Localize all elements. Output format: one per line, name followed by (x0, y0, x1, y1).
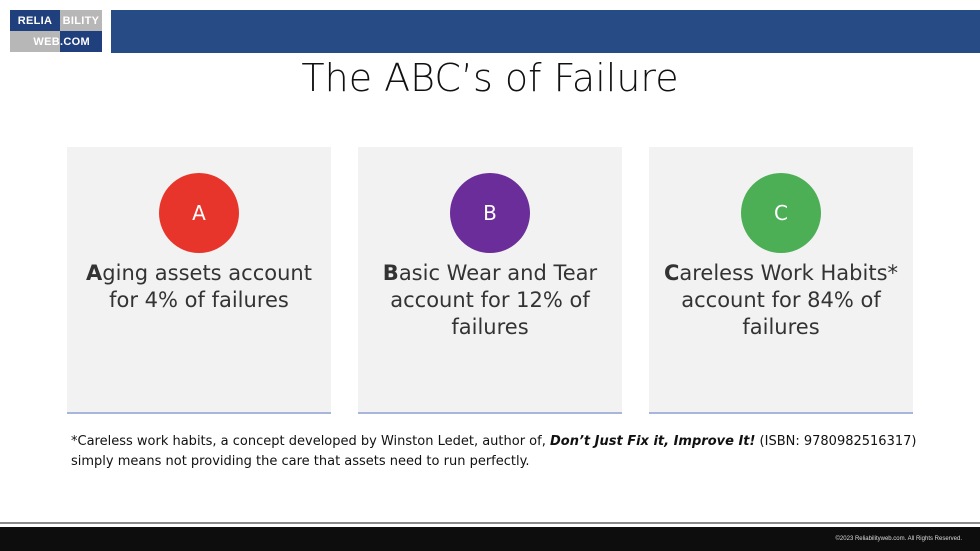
copyright: ©2023 Reliabilityweb.com. All Rights Res… (835, 536, 962, 542)
logo-text: .COM (60, 31, 102, 52)
slide-title: The ABC’s of Failure (301, 56, 679, 100)
header-bar (111, 10, 980, 53)
logo-text: RELIA (10, 10, 60, 31)
card-text: Careless Work Habits* account for 84% of… (659, 260, 903, 341)
footnote-prefix: *Careless work habits, a concept develop… (71, 434, 550, 449)
letter-badge-a: A (159, 173, 239, 253)
card-body: areless Work Habits* account for 84% of … (679, 261, 899, 339)
card-careless-habits: C Careless Work Habits* account for 84% … (649, 147, 913, 414)
card-lead: B (382, 261, 399, 285)
card-text: Aging assets account for 4% of failures (77, 260, 321, 314)
card-body: asic Wear and Tear account for 12% of fa… (390, 261, 598, 339)
footnote-suffix: (ISBN: 9780982516317) simply means not p… (71, 434, 917, 469)
footer-bar: ©2023 Reliabilityweb.com. All Rights Res… (0, 527, 980, 551)
card-body: ging assets account for 4% of failures (102, 261, 312, 312)
letter-badge-c: C (741, 173, 821, 253)
card-basic-wear: B Basic Wear and Tear account for 12% of… (358, 147, 622, 414)
card-lead: C (663, 261, 680, 285)
footnote: *Careless work habits, a concept develop… (71, 432, 951, 472)
reliabilityweb-logo: RELIA BILITY WEB .COM (10, 10, 102, 52)
letter-badge-b: B (450, 173, 530, 253)
card-lead: A (86, 261, 103, 285)
card-aging: A Aging assets account for 4% of failure… (67, 147, 331, 414)
book-title: Don’t Just Fix it, Improve It! (549, 434, 756, 449)
logo-text: BILITY (60, 10, 102, 31)
logo-text: WEB (10, 31, 60, 52)
card-text: Basic Wear and Tear account for 12% of f… (368, 260, 612, 341)
divider (0, 522, 980, 524)
